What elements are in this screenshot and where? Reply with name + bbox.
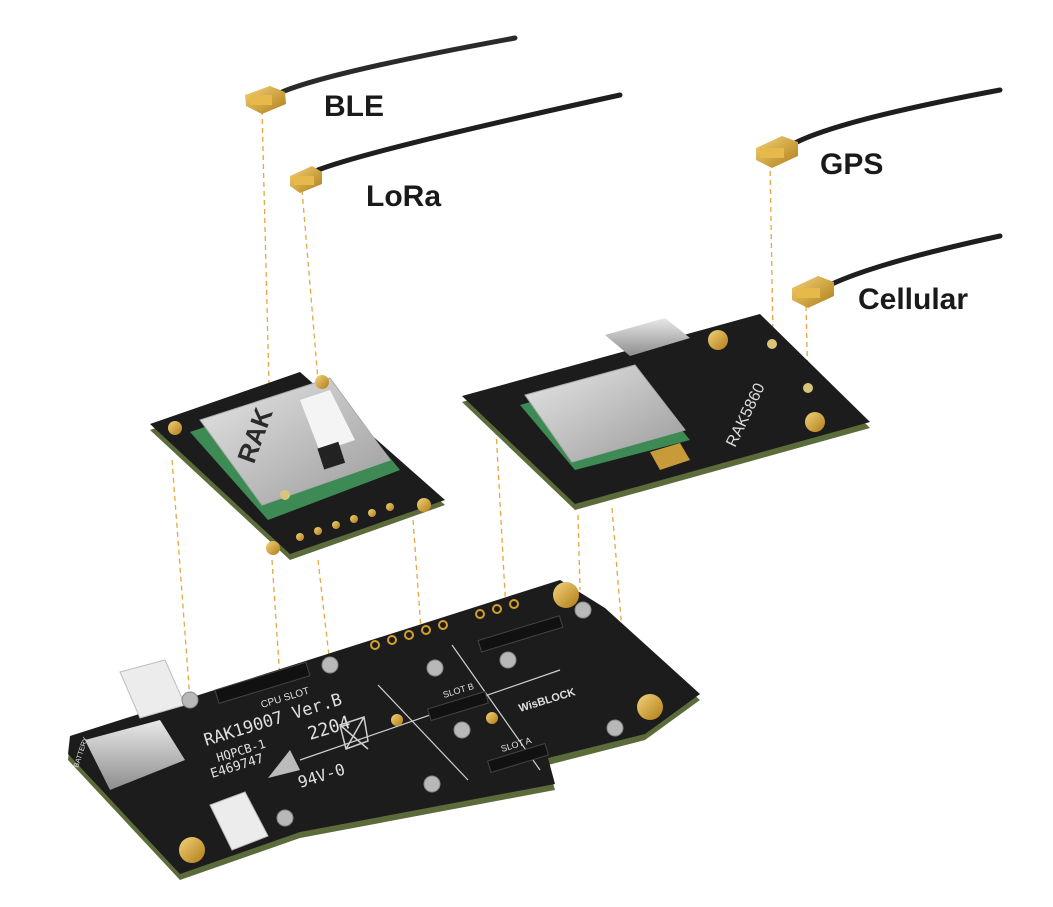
ble-antenna-label: BLE	[324, 90, 384, 123]
lora-antenna-label: LoRa	[366, 180, 441, 213]
gps-ufl-connector	[756, 136, 798, 168]
lora-antenna-cable	[315, 92, 623, 173]
antenna-cables	[279, 35, 1003, 287]
ble-ufl-connector	[245, 86, 286, 114]
lora-core-module: RAK	[150, 372, 445, 560]
cellular-antenna-cable	[829, 233, 1003, 287]
cellular-ufl-connector	[792, 276, 834, 308]
cellular-antenna-label: Cellular	[858, 283, 969, 316]
slot-b-connector	[426, 690, 490, 722]
slot-a-connector	[486, 742, 550, 774]
weee-bin-mark	[339, 716, 369, 750]
gps-antenna-label: GPS	[820, 148, 884, 181]
lora-ufl-socket	[280, 490, 290, 500]
base-board: RAK19007 Ver.B HQPCB-1 E469747 2204 94V-…	[68, 580, 700, 880]
warning-triangle-mark	[268, 750, 300, 778]
battery-jst-connector	[209, 791, 269, 851]
cpu-slot-connector	[214, 661, 311, 705]
usb-c-port	[85, 720, 185, 790]
gold-pads	[168, 375, 431, 555]
gps-ufl-socket	[767, 339, 777, 349]
mounting-holes	[179, 582, 663, 863]
usb-port	[605, 318, 690, 356]
cellular-module: RAK5860	[462, 314, 870, 510]
gps-antenna-cable	[792, 87, 1003, 146]
slot-c-connector	[477, 615, 564, 653]
standoffs	[181, 601, 624, 827]
ble-antenna-cable	[279, 35, 518, 95]
lora-ufl-connector	[290, 166, 322, 193]
cellular-ufl-socket	[803, 383, 813, 393]
